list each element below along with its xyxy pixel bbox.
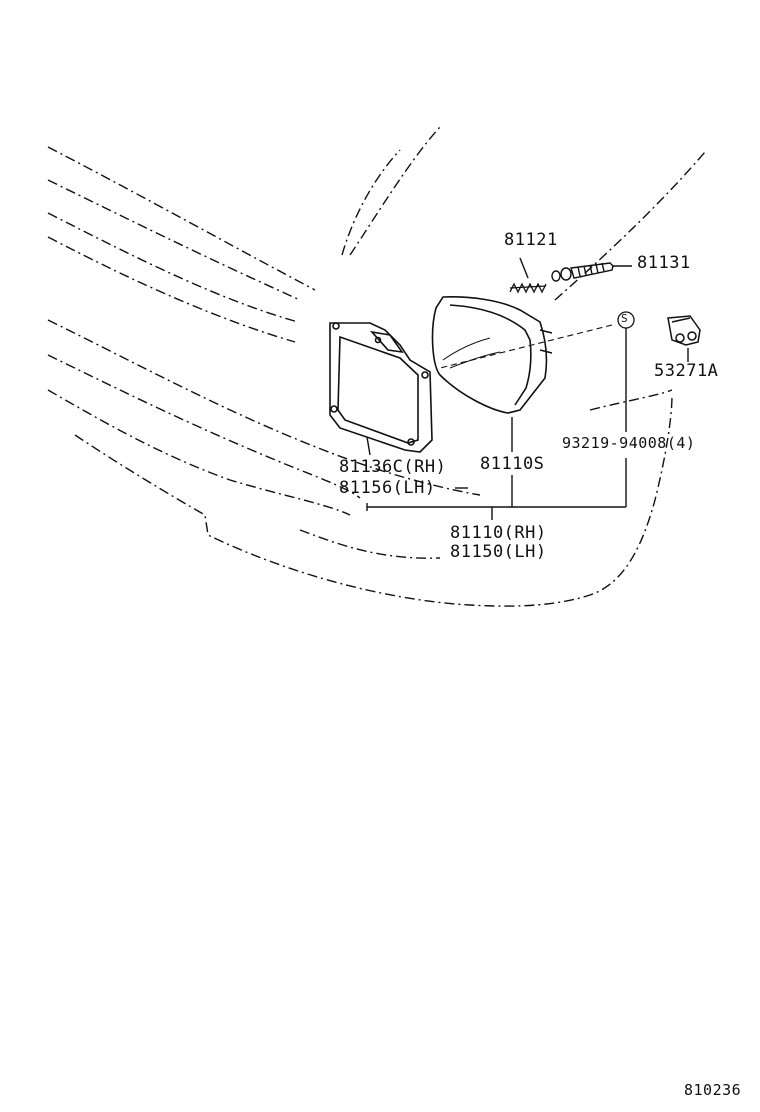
headlamp-mounting-ring <box>329 322 433 453</box>
part-number-screw: 81131 <box>637 253 691 273</box>
part-number-clip: 53271A <box>654 361 719 381</box>
retainer-clip <box>667 315 701 346</box>
part-number-assy-rh: 81110(RH) <box>450 523 547 543</box>
part-number-ring-rh: 81136C(RH) <box>339 457 447 477</box>
leader-lines <box>366 257 689 520</box>
adjusting-spring <box>509 282 547 294</box>
adjusting-screw <box>551 262 614 282</box>
vehicle-body-outline <box>47 126 706 607</box>
sealed-beam-headlamp <box>431 296 553 414</box>
part-number-headlamp-unit: 81110S <box>480 454 545 474</box>
part-number-spring: 81121 <box>504 230 558 250</box>
part-number-screw-set: 93219-94008(4) <box>562 434 696 452</box>
part-number-ring-lh: 81156(LH) <box>339 478 436 498</box>
part-number-assy-lh: 81150(LH) <box>450 542 547 562</box>
screw-set-mark: S <box>621 312 629 325</box>
diagram-code: 810236 <box>684 1081 742 1099</box>
